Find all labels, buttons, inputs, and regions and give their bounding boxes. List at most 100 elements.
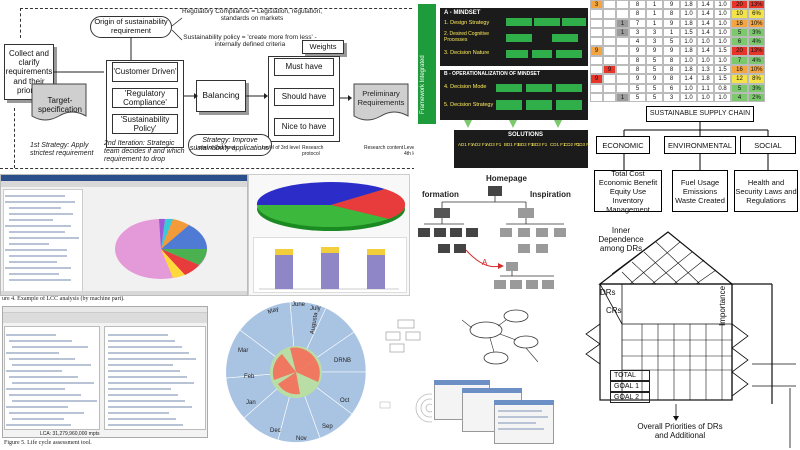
tree-arrow-label: A — [482, 258, 488, 267]
lcc-row-line — [108, 412, 169, 414]
cascade-line — [498, 416, 548, 418]
overall-priorities-label: Overall Priorities of DRs and Additional — [637, 422, 723, 441]
heatmap-cell — [590, 9, 603, 19]
heatmap-cell: 1.4 — [697, 46, 714, 56]
heatmap-cell — [590, 37, 603, 47]
heatmap-cell: 4 — [629, 37, 646, 47]
heatmap-cell — [616, 55, 629, 66]
weights-node: Weights — [302, 40, 344, 54]
environmental-items: Fuel Usage Emissions Waste Created — [672, 170, 728, 212]
code-9: CD3 F1 — [576, 142, 592, 147]
heatmap-cell: 8 — [629, 55, 646, 66]
lcc-row-line — [12, 346, 88, 348]
heatmap-cell: 1.0 — [697, 92, 714, 102]
heatmap-cell — [603, 92, 616, 102]
supply-chain-title: SUSTAINABLE SUPPLY CHAIN — [646, 106, 754, 122]
heatmap-cell: 0.8 — [714, 83, 731, 93]
solutions-title: SOLUTIONS — [508, 132, 544, 138]
heatmap-cell: 3 — [663, 92, 680, 102]
code-7: CD1 F1 — [550, 142, 566, 147]
heatmap-cell: 1.0 — [714, 37, 731, 47]
requirements-bracket — [106, 60, 184, 148]
heatmap-cell — [590, 27, 603, 38]
tree-line — [9, 213, 73, 215]
code-2: AD2 F1 — [472, 142, 488, 147]
mind-map-panel — [456, 298, 552, 378]
lcc-row-line — [108, 364, 173, 366]
heatmap-cell — [616, 0, 629, 10]
target-spec-shape — [31, 83, 87, 121]
rgb-pie-chart — [256, 182, 406, 231]
heatmap-cell — [616, 83, 629, 93]
heatmap-cell: 1.4 — [697, 18, 714, 28]
tree-line — [5, 249, 67, 251]
cascade-line — [498, 422, 536, 424]
heatmap-cell: 10% — [748, 65, 765, 75]
lcc-row-line — [108, 382, 194, 384]
heatmap-cell: 1.1 — [697, 83, 714, 93]
flow-side-bar — [418, 4, 436, 124]
code-1: AD1 F1 — [458, 142, 474, 147]
hoq-frame — [585, 231, 796, 448]
heatmap-cell — [603, 74, 616, 84]
regulatory-note: Regulatory Compliance = Legislation, reg… — [182, 8, 323, 23]
heatmap-cell: 1 — [616, 18, 629, 28]
heatmap-cell: 8 — [629, 65, 646, 75]
tree-graph — [418, 186, 566, 289]
cascade-line — [498, 410, 542, 412]
heatmap-cell — [603, 0, 616, 10]
heatmap-cell: 1.8 — [680, 18, 697, 28]
heatmap-cell: 5 — [731, 83, 748, 93]
solutions-block — [454, 130, 588, 168]
stacked-bar-chart — [259, 247, 399, 290]
heatmap-cell: 1.0 — [697, 37, 714, 47]
balancing-node: Balancing — [196, 80, 246, 112]
level-label-4: Research content — [364, 145, 404, 151]
heatmap-cell: 5 — [646, 92, 663, 102]
heatmap-cell: 12 — [731, 74, 748, 84]
chip-d1 — [496, 84, 522, 92]
lcc-row-line — [9, 376, 78, 378]
heatmap-cell: 1 — [646, 18, 663, 28]
heatmap-cell: 8% — [748, 74, 765, 84]
heatmap-cell — [590, 83, 603, 93]
heatmap-cell — [616, 9, 629, 19]
heatmap-cell: 1.0 — [714, 18, 731, 28]
heatmap-cell: 4% — [748, 37, 765, 47]
heatmap-cell: 1.3 — [697, 65, 714, 75]
flow-arrows — [464, 120, 562, 128]
polar-chart-panel: May June July Augusta Mar Feb DRNB Oct J… — [210, 296, 374, 450]
heatmap-cell: 6 — [731, 37, 748, 47]
lcc-toolbar — [3, 313, 207, 323]
lcc-row-line — [9, 358, 75, 360]
heatmap-cell: 8 — [629, 0, 646, 10]
chip-a3 — [562, 18, 586, 26]
level-label-5: Level of 4th level — [404, 145, 423, 157]
lcc-row-line — [108, 370, 180, 372]
lcc-row-line — [6, 424, 71, 426]
app-statusbar — [1, 291, 247, 295]
heatmap-cell: 6 — [663, 83, 680, 93]
economic-box: ECONOMIC — [596, 136, 650, 154]
heatmap-cell: 1.4 — [697, 27, 714, 38]
code-6: BD3 F1 — [532, 142, 548, 147]
lcc-row-line — [108, 394, 178, 396]
chip-c2 — [532, 50, 552, 58]
heatmap-cell: 9 — [663, 46, 680, 56]
iteration2-note: 2nd Iteration: Strategic team decides if… — [104, 140, 185, 164]
app-titlebar — [1, 175, 247, 181]
heatmap-cell: 5 — [646, 65, 663, 75]
lcc-row-line — [6, 334, 56, 336]
policy-note: Sustainability policy = 'create more fro… — [183, 34, 317, 49]
heatmap-cell: 1.4 — [680, 74, 697, 84]
chip-b3 — [552, 34, 578, 42]
chip-e1 — [496, 100, 522, 110]
chip-e2 — [526, 100, 552, 110]
heatmap-cell: 7 — [731, 55, 748, 66]
heatmap-cell: 1.5 — [680, 27, 697, 38]
heatmap-cell: 1.0 — [714, 9, 731, 19]
tree-line — [9, 255, 67, 257]
